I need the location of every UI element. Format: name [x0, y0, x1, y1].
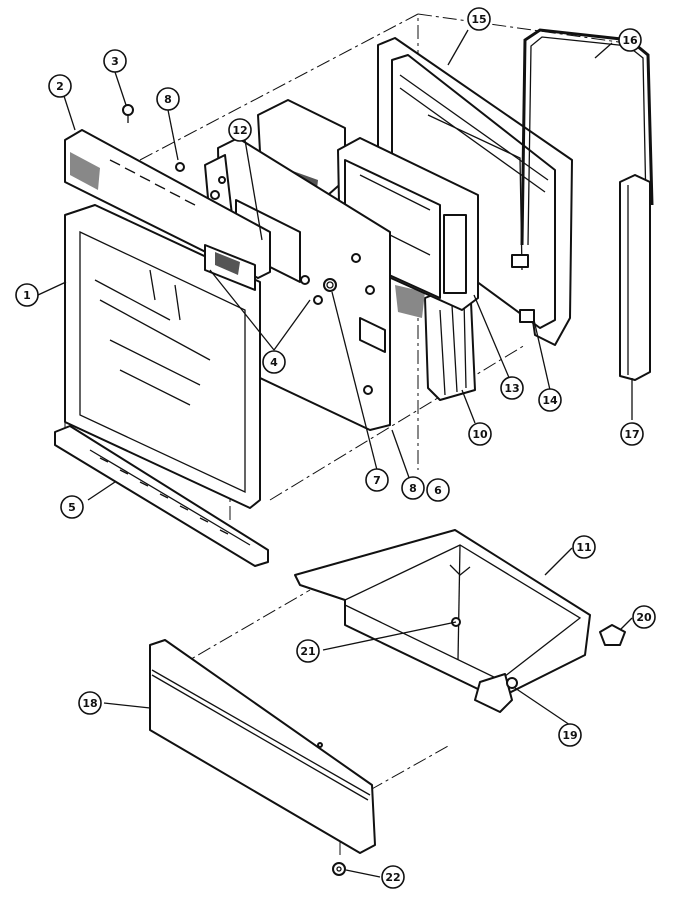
callout-7: 7	[365, 468, 389, 492]
part-roller	[506, 677, 518, 689]
callout-label: 11	[576, 541, 591, 554]
callout-3: 3	[103, 49, 127, 73]
callout-22: 22	[381, 865, 405, 889]
callout-19: 19	[558, 723, 582, 747]
callout-14: 14	[538, 388, 562, 412]
callout-4: 4	[262, 350, 286, 374]
callout-label: 17	[624, 428, 639, 441]
callout-label: 21	[300, 645, 315, 658]
callout-1: 1	[15, 283, 39, 307]
part-door-gasket	[520, 28, 654, 246]
callout-label: 20	[636, 611, 652, 624]
callout-label: 8	[164, 93, 172, 106]
part-clip	[599, 624, 626, 646]
callout-8: 8	[401, 476, 425, 500]
callout-9: 8	[156, 87, 180, 111]
callout-label: 19	[562, 729, 577, 742]
callout-label: 16	[622, 34, 638, 47]
callout-label: 7	[373, 474, 381, 487]
leader-lines	[37, 29, 633, 878]
part-side-trim	[619, 174, 651, 381]
callout-label: 8	[409, 482, 417, 495]
callout-label: 14	[542, 394, 558, 407]
callout-17: 17	[620, 422, 644, 446]
part-leveling-foot	[332, 862, 346, 876]
callout-label: 22	[385, 871, 400, 884]
callout-12: 12	[228, 118, 252, 142]
callout-6: 6	[426, 478, 450, 502]
callout-21: 21	[296, 639, 320, 663]
callout-13: 13	[500, 376, 524, 400]
control-panel-slots	[109, 159, 196, 206]
callout-label: 6	[434, 484, 442, 497]
callout-label: 1	[23, 289, 31, 302]
part-drawer-front	[149, 639, 376, 854]
part-door-bottom-trim	[54, 425, 269, 567]
callout-label: 4	[270, 356, 278, 369]
callout-label: 10	[472, 428, 488, 441]
callout-10: 10	[468, 422, 492, 446]
callout-20: 20	[632, 605, 656, 629]
callout-label: 3	[111, 55, 119, 68]
callout-18: 18	[78, 691, 102, 715]
callout-11: 11	[572, 535, 596, 559]
callout-15: 15	[467, 7, 491, 31]
hardware-screws	[122, 104, 337, 305]
callout-5: 5	[60, 495, 84, 519]
callout-label: 12	[232, 124, 247, 137]
callout-label: 2	[56, 80, 64, 93]
callout-label: 15	[471, 13, 486, 26]
callout-16: 16	[618, 28, 642, 52]
part-outer-door	[64, 204, 261, 509]
callout-label: 13	[504, 382, 519, 395]
part-control-panel-bar	[64, 129, 271, 291]
callout-label: 18	[82, 697, 97, 710]
callout-label: 5	[68, 501, 76, 514]
callout-2: 2	[48, 74, 72, 98]
part-drawer-tub	[294, 529, 591, 713]
